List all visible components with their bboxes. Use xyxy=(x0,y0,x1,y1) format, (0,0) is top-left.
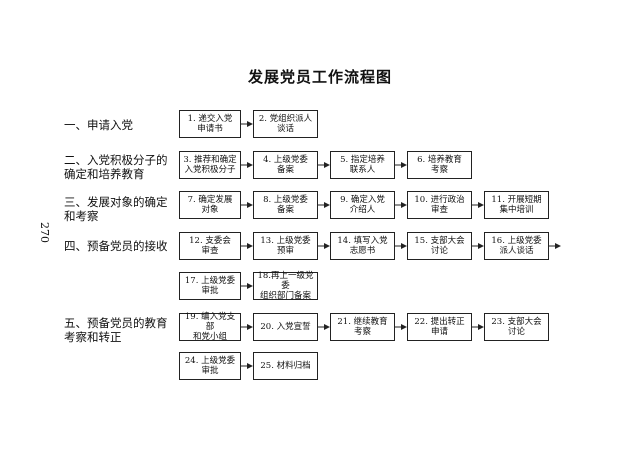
phase-label-2: 二、入党积极分子的 确定和培养教育 xyxy=(64,153,168,181)
step-box-19: 19. 编入党支部 和党小组 xyxy=(179,312,241,342)
step-box-13: 13. 上级党委 预审 xyxy=(253,232,318,260)
step-box-16: 16. 上级党委 派人谈话 xyxy=(484,232,549,260)
step-box-6: 6. 培养教育 考察 xyxy=(407,151,472,179)
step-box-23: 23. 支部大会 讨论 xyxy=(484,313,549,341)
step-box-12: 12. 支委会 审查 xyxy=(179,232,241,260)
step-box-2: 2. 党组织派人 谈话 xyxy=(253,110,318,138)
phase-label-3: 三、发展对象的确定 和考察 xyxy=(64,195,168,223)
phase-label-1: 一、申请入党 xyxy=(64,118,133,132)
step-box-1: 1. 递交入党 申请书 xyxy=(179,110,241,138)
step-box-5: 5. 指定培养 联系人 xyxy=(330,151,395,179)
step-box-14: 14. 填写入党 志愿书 xyxy=(330,232,395,260)
step-box-9: 9. 确定入党 介绍人 xyxy=(330,191,395,219)
step-box-22: 22. 提出转正 申请 xyxy=(407,313,472,341)
step-box-10: 10. 进行政治 审查 xyxy=(407,191,472,219)
step-box-24: 24. 上级党委 审批 xyxy=(179,352,241,380)
step-box-18: 18.再上一级党委 组织部门备案 xyxy=(253,271,318,301)
step-box-11: 11. 开展短期 集中培训 xyxy=(484,191,549,219)
diagram-title: 发展党员工作流程图 xyxy=(247,68,392,86)
step-box-3: 3. 推荐和确定 入党积极分子 xyxy=(179,151,241,179)
step-box-20: 20. 入党宣誓 xyxy=(253,313,318,341)
step-box-8: 8. 上级党委 备案 xyxy=(253,191,318,219)
phase-label-5: 五、预备党员的教育 考察和转正 xyxy=(64,316,168,344)
step-box-4: 4. 上级党委 备案 xyxy=(253,151,318,179)
step-box-17: 17. 上级党委 审批 xyxy=(179,272,241,300)
step-box-7: 7. 确定发展 对象 xyxy=(179,191,241,219)
step-box-15: 15. 支部大会 讨论 xyxy=(407,232,472,260)
step-box-25: 25. 材料归档 xyxy=(253,352,318,380)
phase-label-4: 四、预备党员的接收 xyxy=(64,239,168,253)
step-box-21: 21. 继续教育 考察 xyxy=(330,313,395,341)
